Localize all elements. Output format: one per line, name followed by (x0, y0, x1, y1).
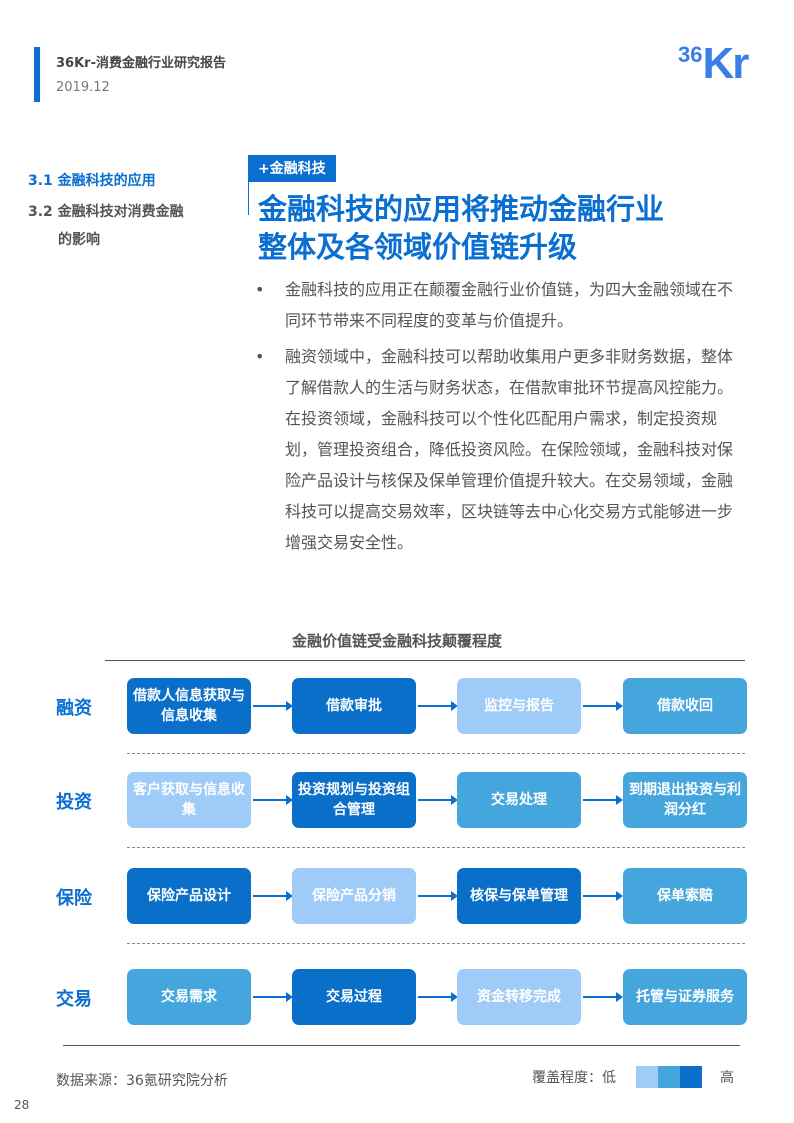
arrow-icon (253, 701, 293, 711)
page-number: 28 (14, 1098, 30, 1112)
legend-swatch-mid (658, 1066, 680, 1088)
row-divider (127, 753, 745, 754)
value-chain-step: 保险产品分销 (292, 868, 416, 924)
arrow-icon (418, 891, 458, 901)
value-chain-step: 监控与报告 (457, 678, 581, 734)
legend-swatch-high (680, 1066, 702, 1088)
value-chain-step: 客户获取与信息收集 (127, 772, 251, 828)
value-chain-step: 到期退出投资与利润分红 (623, 772, 747, 828)
arrow-icon (418, 701, 458, 711)
bullet-1: •金融科技的应用正在颠覆金融行业价值链，为四大金融领域在不同环节带来不同程度的变… (255, 280, 734, 330)
legend-high-label: 高 (720, 1070, 734, 1086)
row-label: 交易 (56, 989, 92, 1010)
row-label: 保险 (56, 888, 92, 909)
arrow-icon (418, 992, 458, 1002)
tag-line (248, 155, 249, 215)
arrow-icon (253, 891, 293, 901)
nav-item-3-2[interactable]: 3.2 金融科技对消费金融的影响 (28, 204, 184, 248)
value-chain-step: 保险产品设计 (127, 868, 251, 924)
value-chain-step: 保单索赔 (623, 868, 747, 924)
row-label: 投资 (56, 792, 92, 813)
legend-swatch-low (636, 1066, 658, 1088)
arrow-icon (418, 795, 458, 805)
data-source: 数据来源：36氪研究院分析 (56, 1073, 228, 1089)
value-chain-step: 交易过程 (292, 969, 416, 1025)
value-chain-step: 交易处理 (457, 772, 581, 828)
value-chain-step: 托管与证券服务 (623, 969, 747, 1025)
value-chain-step: 资金转移完成 (457, 969, 581, 1025)
chart-title: 金融价值链受金融科技颠覆程度 (291, 632, 502, 650)
page-title: 金融科技的应用将推动金融行业整体及各领域价值链升级 (258, 192, 665, 264)
arrow-icon (253, 795, 293, 805)
value-chain-step: 交易需求 (127, 969, 251, 1025)
arrow-icon (583, 992, 623, 1002)
value-chain-step: 投资规划与投资组合管理 (292, 772, 416, 828)
report-title: 36Kr-消费金融行业研究报告 (56, 56, 226, 71)
value-chain-step: 核保与保单管理 (457, 868, 581, 924)
arrow-icon (583, 891, 623, 901)
report-date: 2019.12 (56, 80, 110, 95)
chart-top-rule (105, 660, 745, 661)
row-label: 融资 (56, 698, 92, 719)
arrow-icon (253, 992, 293, 1002)
value-chain-step: 借款人信息获取与信息收集 (127, 678, 251, 734)
arrow-icon (583, 795, 623, 805)
arrow-icon (583, 701, 623, 711)
bullet-2: •融资领域中，金融科技可以帮助收集用户更多非财务数据，整体了解借款人的生活与财务… (255, 347, 734, 552)
coverage-legend: 覆盖程度：低 高 (532, 1066, 734, 1088)
value-chain-step: 借款审批 (292, 678, 416, 734)
header-accent-bar (34, 47, 40, 102)
chart-bottom-rule (63, 1045, 740, 1046)
nav-item-3-1[interactable]: 3.1 金融科技的应用 (28, 173, 156, 189)
value-chain-step: 借款收回 (623, 678, 747, 734)
36kr-logo: 36Kr (678, 39, 749, 88)
section-tag: +金融科技 (248, 155, 336, 182)
row-divider (127, 847, 745, 848)
legend-low-label: 覆盖程度：低 (532, 1070, 616, 1086)
row-divider (127, 943, 745, 944)
